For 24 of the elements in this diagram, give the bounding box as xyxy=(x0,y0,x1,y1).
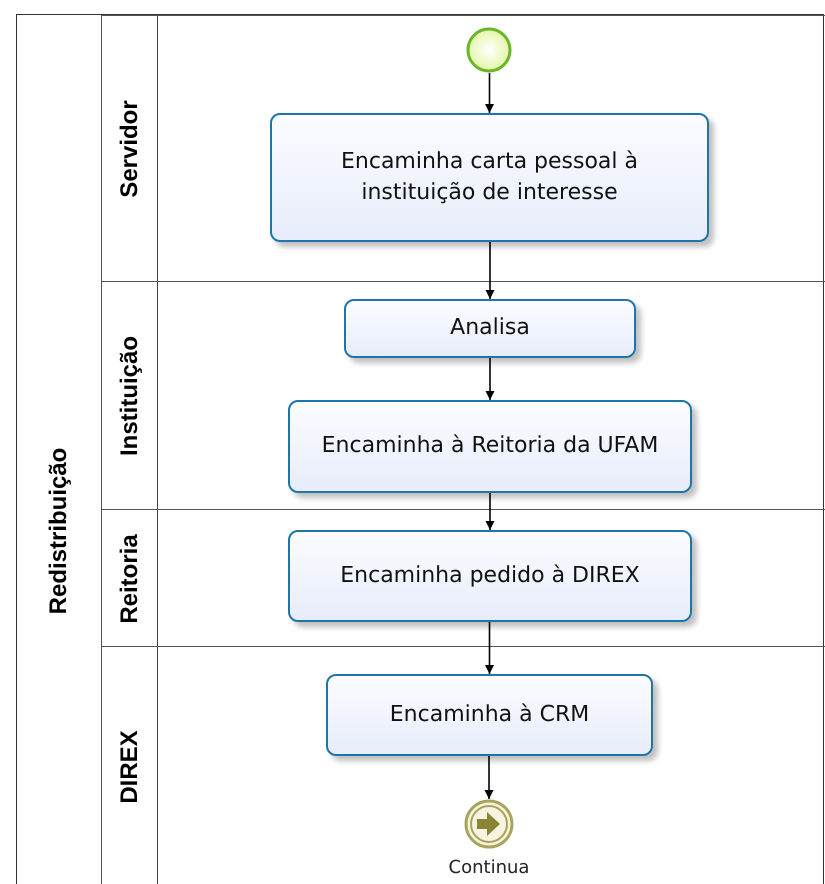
arrow xyxy=(486,493,494,530)
arrow xyxy=(485,73,494,113)
event-label: Continua xyxy=(448,857,530,878)
lane-label: Servidor xyxy=(116,100,144,198)
task-box: Encaminha carta pessoal à instituição de interesse xyxy=(270,113,709,242)
lane-band xyxy=(101,509,825,646)
lane-band xyxy=(101,281,825,509)
arrow xyxy=(484,756,494,799)
lane-label: Reitoria xyxy=(116,534,144,624)
lane-band xyxy=(101,15,825,281)
arrow xyxy=(486,358,494,400)
end-event-circle xyxy=(464,799,514,849)
task-box: Encaminha à Reitoria da UFAM xyxy=(288,400,692,493)
task-box: Encaminha pedido à DIREX xyxy=(288,530,692,622)
pool-label: Redistribuição xyxy=(45,448,73,614)
pool-band xyxy=(16,14,824,884)
lane-label: Instituição xyxy=(116,336,144,456)
lane-label: DIREX xyxy=(116,730,144,804)
arrow xyxy=(486,242,494,299)
task-box: Analisa xyxy=(344,299,636,358)
start-event-circle xyxy=(466,27,512,73)
lane-band xyxy=(101,646,825,884)
task-box: Encaminha à CRM xyxy=(326,674,653,756)
arrow xyxy=(485,622,494,674)
